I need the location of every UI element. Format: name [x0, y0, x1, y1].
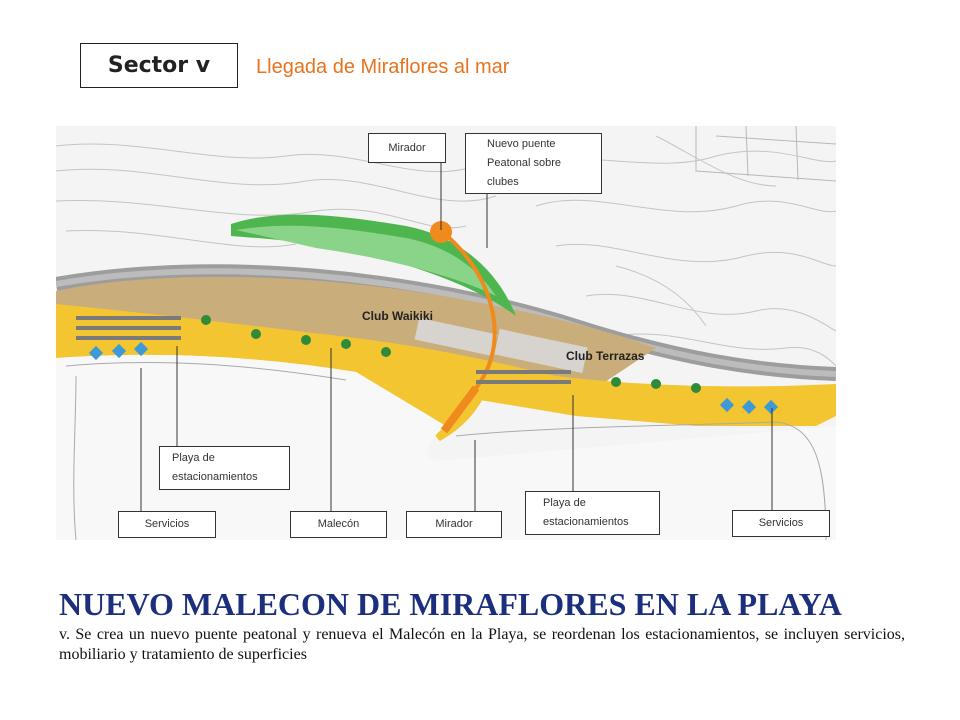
callout-playa-right-line2: estacionamientos [543, 516, 629, 528]
callout-malecon: Malecón [290, 511, 387, 538]
urban-grid [695, 126, 836, 182]
palm-trees [201, 315, 701, 393]
service-pavilions [88, 341, 779, 415]
parking-rows [76, 316, 571, 384]
page-title: NUEVO MALECON DE MIRAFLORES EN LA PLAYA [59, 586, 842, 622]
page-description: v. Se crea un nuevo puente peatonal y re… [59, 626, 905, 663]
callout-playa-left-line1: Playa de [172, 452, 215, 464]
callout-mirador-bottom: Mirador [406, 511, 502, 538]
callout-playa-right-line1: Playa de [543, 497, 586, 509]
callout-nuevo-puente-line2: Peatonal sobre [487, 157, 561, 169]
callout-malecon-text: Malecón [317, 518, 360, 530]
mirador-pier [440, 385, 480, 434]
callout-servicios-left-text: Servicios [144, 518, 190, 530]
callout-playa-left-line2: estacionamientos [172, 471, 258, 483]
club-building-waikiki [414, 317, 498, 357]
callout-servicios-left: Servicios [118, 511, 216, 538]
beach-area [56, 304, 836, 446]
pedestrian-bridge [439, 229, 497, 390]
page-subtitle: Llegada de Miraflores al mar [256, 56, 510, 78]
callout-servicios-right: Servicios [732, 510, 830, 537]
mirador-circle [430, 221, 452, 243]
club-terrazas-label: Club Terrazas [566, 349, 645, 363]
club-waikiki-label: Club Waikiki [362, 309, 433, 323]
club-platform [56, 276, 656, 388]
callout-nuevo-puente: Nuevo puente Peatonal sobre clubes [465, 133, 602, 194]
callout-mirador-bottom-text: Mirador [435, 518, 473, 530]
callout-playa-left: Playa de estacionamientos [159, 446, 290, 490]
callout-mirador-top-text: Mirador [388, 141, 426, 154]
callout-servicios-right-text: Servicios [758, 517, 804, 529]
sector-label: Sector v [80, 43, 238, 88]
club-building-terrazas [494, 328, 588, 374]
callout-nuevo-puente-line3: clubes [487, 176, 519, 188]
contour-lines [56, 135, 836, 367]
callout-nuevo-puente-line1: Nuevo puente [487, 138, 556, 150]
callout-playa-right: Playa de estacionamientos [525, 491, 660, 535]
callout-mirador-top: Mirador [368, 133, 446, 163]
